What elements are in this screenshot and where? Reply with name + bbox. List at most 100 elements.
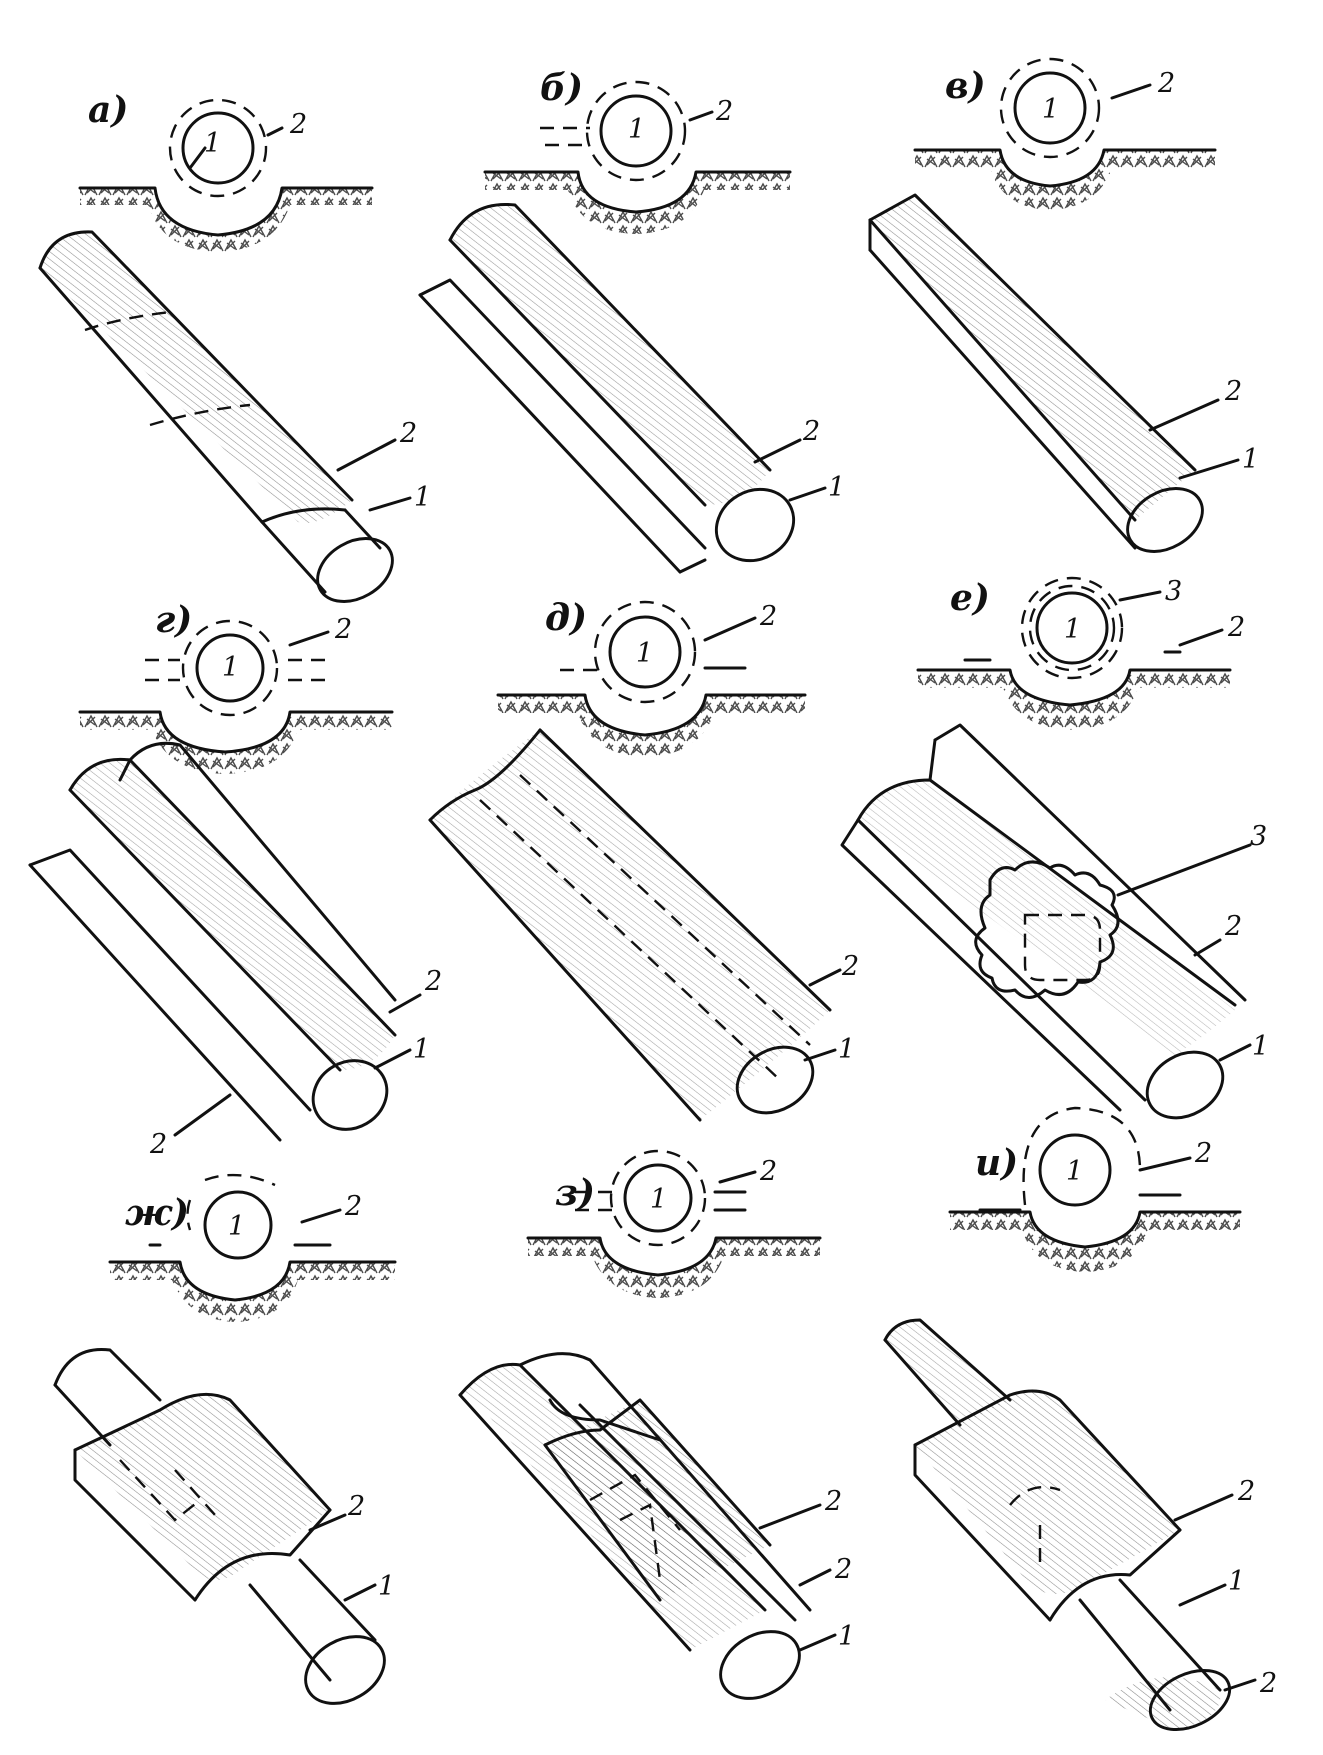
pipe-section xyxy=(195,633,265,703)
cross-section: 1 2 xyxy=(483,80,792,234)
callout-3: 3 xyxy=(1165,576,1182,607)
panel-letter: ж) xyxy=(125,1192,189,1234)
oblique-view: 2 2 1 xyxy=(458,1352,855,1700)
callout-2: 2 xyxy=(1224,376,1242,407)
callout-2: 2 xyxy=(824,1486,842,1517)
insulation-section xyxy=(204,1173,276,1187)
callout-1: 1 xyxy=(838,1034,855,1065)
panel-a: а) 1 2 2 1 xyxy=(38,89,431,603)
callout-2: 2 xyxy=(841,951,859,982)
callout-2: 2 xyxy=(334,614,352,645)
insulation-section xyxy=(593,600,697,704)
callout-1: 1 xyxy=(228,1211,245,1242)
callout-2: 2 xyxy=(1157,68,1175,99)
callout-1: 1 xyxy=(1042,94,1059,125)
panel-letter: в) xyxy=(945,65,986,107)
pipe-end xyxy=(1126,487,1204,553)
callout-2: 2 xyxy=(289,109,307,140)
oblique-view: 2 1 xyxy=(38,230,431,603)
pipe-end xyxy=(719,1630,801,1700)
callout-2: 2 xyxy=(759,1156,777,1187)
callout-2: 2 xyxy=(347,1491,365,1522)
oblique-view: 2 1 2 xyxy=(28,741,442,1160)
panel-i: и) 1 2 2 xyxy=(883,1106,1277,1732)
pipe-end xyxy=(304,1635,386,1705)
callout-2: 2 xyxy=(715,96,733,127)
pipe-section xyxy=(1035,591,1109,665)
pipe-section xyxy=(1013,71,1087,145)
panel-letter: а) xyxy=(88,89,128,131)
callout-2: 2 xyxy=(759,601,777,632)
panel-zh: ж) 1 2 2 1 xyxy=(53,1173,397,1705)
callout-2: 2 xyxy=(344,1191,362,1222)
callout-1: 1 xyxy=(636,638,653,669)
callout-1: 1 xyxy=(828,472,845,503)
callout-1: 1 xyxy=(1066,1156,1083,1187)
insulation-section xyxy=(1020,576,1124,680)
insulation-section xyxy=(1022,1106,1142,1206)
insulation-section xyxy=(609,1149,707,1247)
oblique-view: 3 2 1 xyxy=(840,723,1269,1120)
callout-1: 1 xyxy=(1252,1031,1269,1062)
pipe-end xyxy=(1148,1668,1232,1732)
panel-letter: б) xyxy=(540,67,583,109)
callout-1: 1 xyxy=(628,114,645,145)
callout-3: 3 xyxy=(1250,821,1267,852)
cross-section: 1 3 2 xyxy=(916,576,1245,730)
oblique-view: 2 1 xyxy=(868,193,1259,553)
callout-1: 1 xyxy=(838,1621,855,1652)
callout-2-lower: 2 xyxy=(149,1129,167,1160)
pipe-end xyxy=(316,537,394,603)
callout-1: 1 xyxy=(413,1034,430,1065)
pipe-section xyxy=(181,111,255,185)
pipe-section xyxy=(623,1163,693,1233)
panel-letter: г) xyxy=(155,599,192,641)
insulation-section xyxy=(999,57,1101,159)
pipe-section xyxy=(1038,1133,1112,1207)
panel-e: е) 1 3 2 3 2 xyxy=(840,576,1269,1120)
ground-soil xyxy=(80,188,372,252)
pipe-section xyxy=(599,94,673,168)
panel-b: б) 1 2 2 1 xyxy=(418,67,845,574)
insulation-section xyxy=(168,98,268,198)
panel-letter: и) xyxy=(975,1142,1018,1184)
callout-2: 2 xyxy=(802,416,820,447)
pipe-end xyxy=(311,1059,389,1131)
insulation-section xyxy=(585,80,687,182)
patch-inner xyxy=(1023,913,1102,982)
callout-1: 1 xyxy=(204,128,221,159)
cross-section: 1 2 xyxy=(913,57,1217,210)
callout-2: 2 xyxy=(1227,612,1245,643)
outer-layer-section xyxy=(1028,584,1116,672)
cross-section: 1 2 xyxy=(78,614,394,774)
callout-2: 2 xyxy=(1237,1476,1255,1507)
callout-1: 1 xyxy=(378,1571,395,1602)
panel-v: в) 1 2 2 1 xyxy=(868,57,1259,553)
cross-section: 1 2 xyxy=(526,1149,822,1298)
callout-1: 1 xyxy=(414,482,431,513)
callout-2: 2 xyxy=(1224,911,1242,942)
insulation-section xyxy=(181,619,279,717)
callout-2-lower: 2 xyxy=(834,1554,852,1585)
panel-letter: е) xyxy=(950,577,990,619)
pipe-section xyxy=(203,1190,273,1260)
callout-1: 1 xyxy=(650,1184,667,1215)
callout-1: 1 xyxy=(1228,1566,1245,1597)
oblique-view: 2 1 xyxy=(418,202,845,574)
panel-letter: д) xyxy=(545,597,587,639)
panel-z: з) 1 2 2 xyxy=(458,1149,855,1700)
pipe-section xyxy=(608,615,682,689)
cross-section: 1 2 xyxy=(496,600,807,757)
callout-1: 1 xyxy=(222,652,239,683)
panel-g: г) 1 2 2 1 2 xyxy=(28,599,442,1160)
oblique-view: 2 1 xyxy=(428,728,859,1122)
cross-section: 1 2 xyxy=(78,98,374,252)
callout-2-lower: 2 xyxy=(1259,1668,1277,1699)
callout-2: 2 xyxy=(424,966,442,997)
pipe-end xyxy=(1145,1050,1225,1120)
panel-d: д) 1 2 2 1 xyxy=(428,597,859,1122)
callout-2: 2 xyxy=(399,418,417,449)
cross-section: 1 2 xyxy=(108,1173,397,1322)
callout-1: 1 xyxy=(1064,614,1081,645)
